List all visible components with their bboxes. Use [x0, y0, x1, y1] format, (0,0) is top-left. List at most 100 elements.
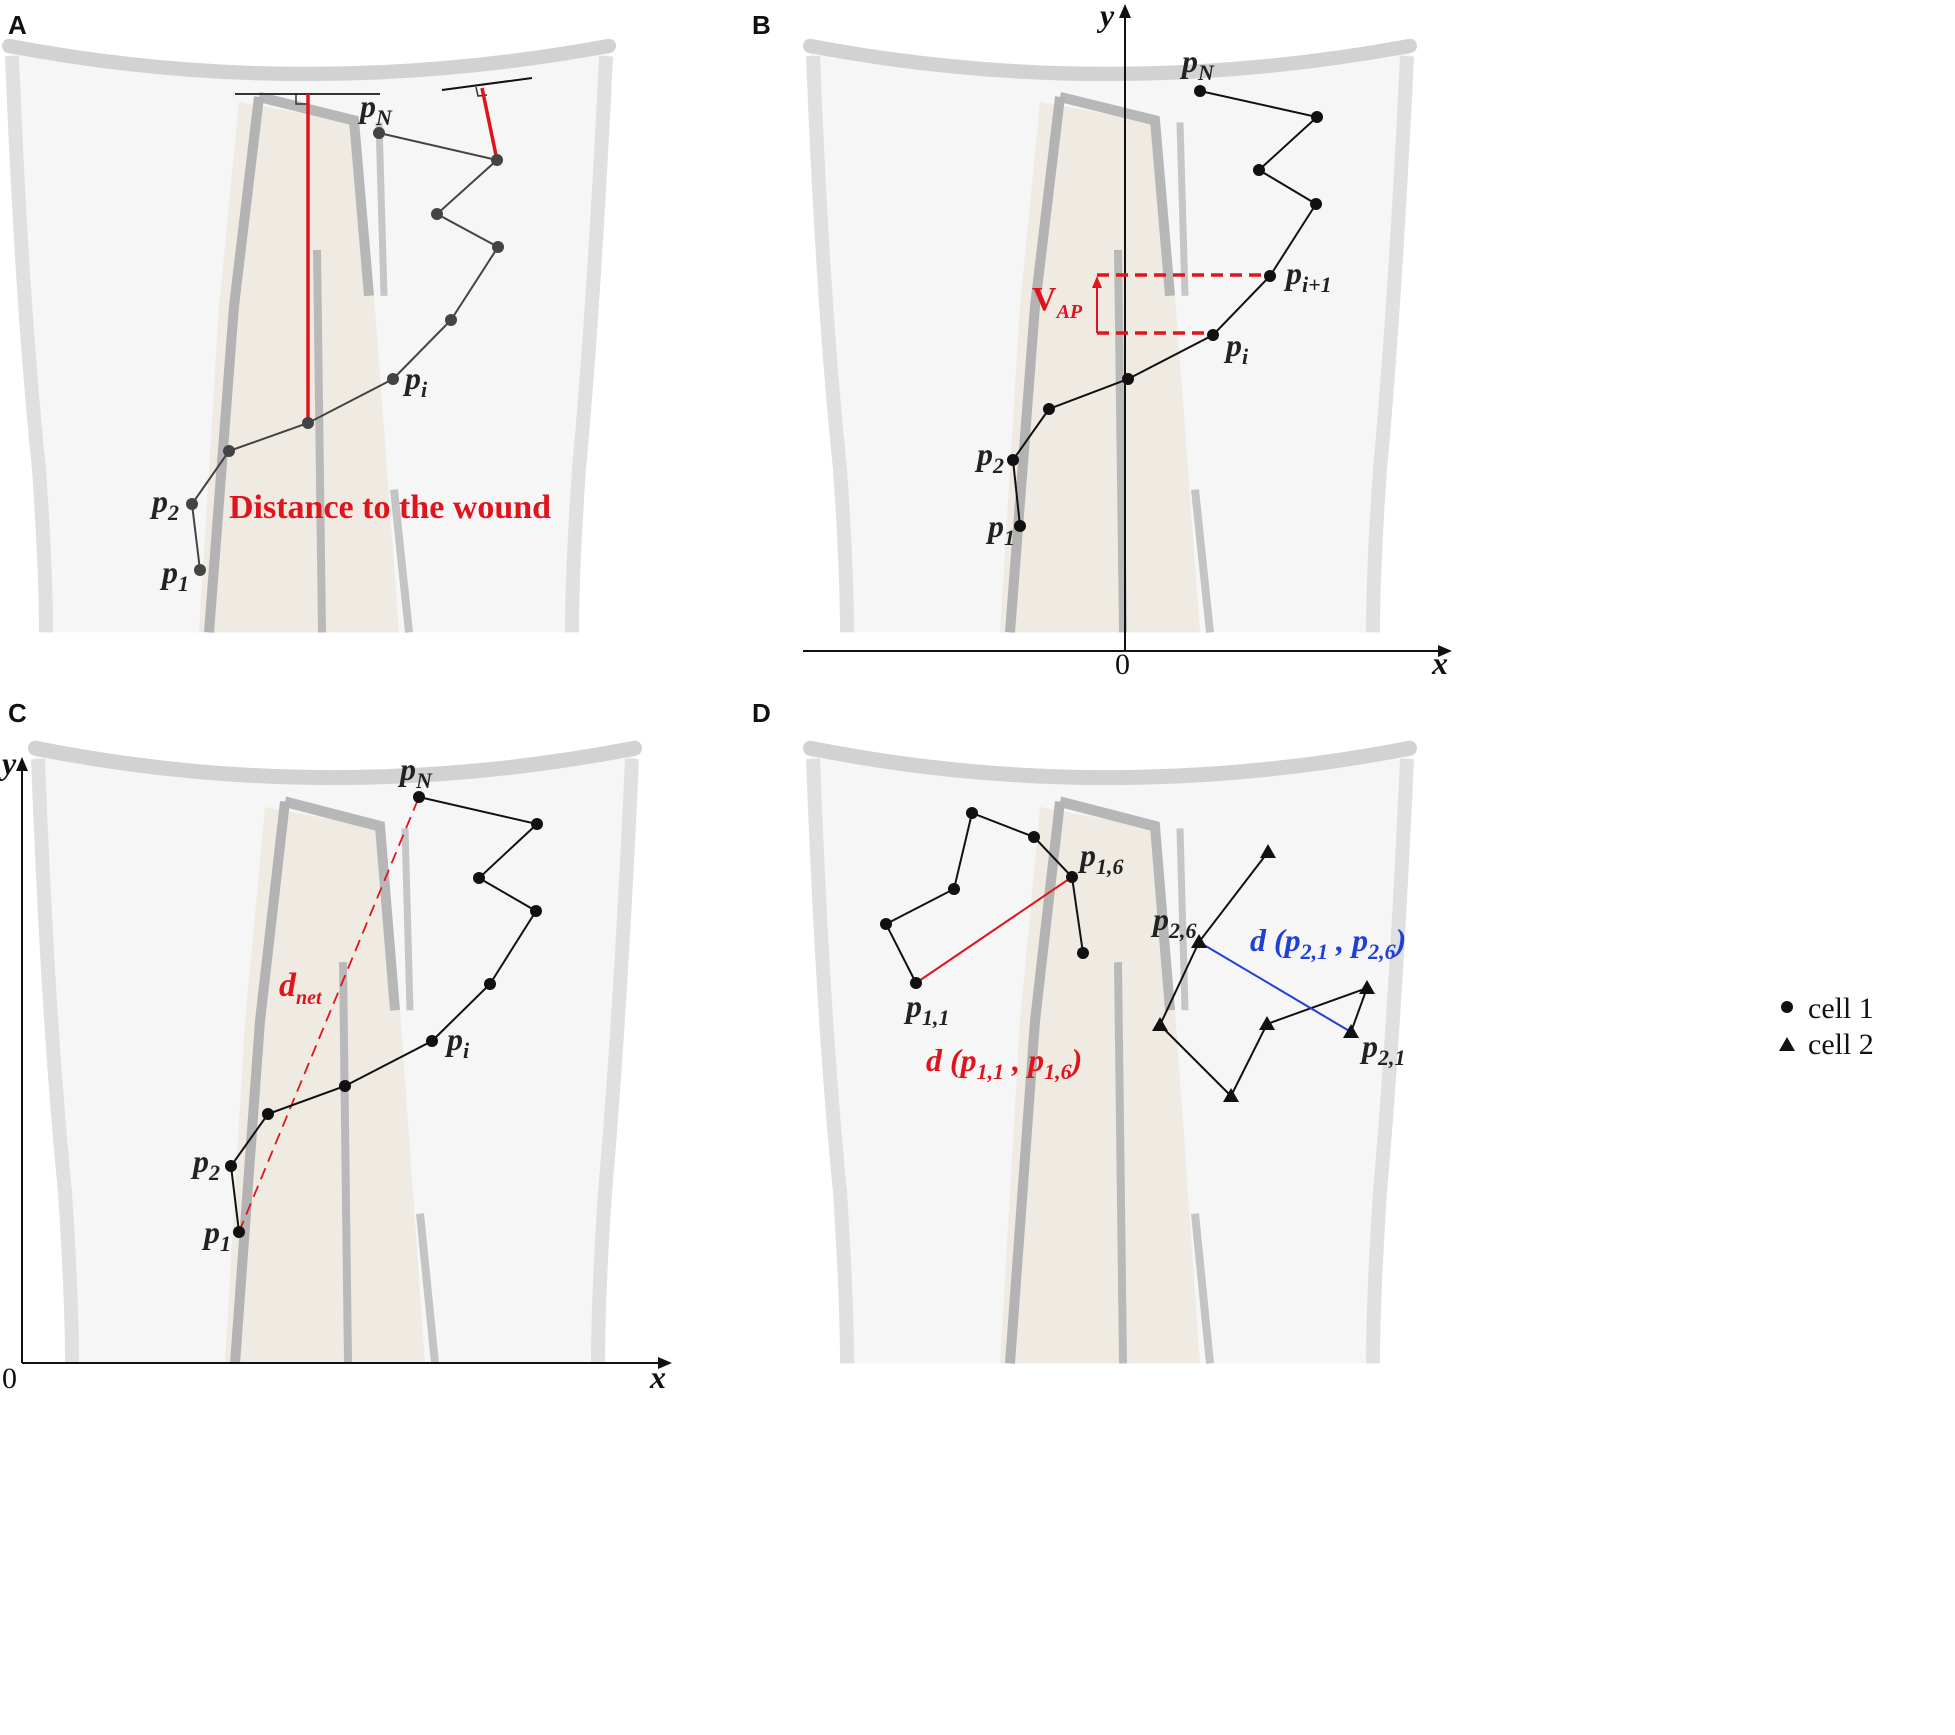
track-point	[1310, 198, 1322, 210]
origin-label: 0	[2, 1362, 17, 1395]
label-p16: p1,6	[1077, 837, 1124, 879]
track-point	[233, 1226, 245, 1238]
track-point	[194, 564, 206, 576]
cell1-point	[910, 977, 922, 989]
cell1-point	[948, 883, 960, 895]
panel-letter-d: D	[752, 698, 771, 728]
track-point	[1194, 85, 1206, 97]
cell2-point	[1223, 1088, 1239, 1102]
cell2-point	[1191, 934, 1207, 948]
track-point	[531, 818, 543, 830]
track-point	[491, 154, 503, 166]
wound-edge-line-right	[441, 77, 533, 91]
panel-d: D p1,1 p1,6 p2,6 p2,1 d (p1,	[752, 698, 1874, 1363]
track-point	[339, 1080, 351, 1092]
track-point	[431, 208, 443, 220]
label-p2: p2	[149, 483, 179, 525]
cell1-displacement-line	[915, 876, 1073, 984]
vap-arrowhead	[1092, 276, 1102, 288]
label-p21: p2,1	[1359, 1028, 1406, 1070]
cell1-point	[1077, 947, 1089, 959]
label-p26: p2,6	[1150, 901, 1197, 943]
track-point	[1207, 329, 1219, 341]
y-axis-arrow	[16, 757, 28, 771]
y-axis-label: y	[0, 745, 17, 781]
dnet-label: dnet	[279, 967, 323, 1009]
cell1-point	[880, 918, 892, 930]
cell1-point	[966, 807, 978, 819]
dnet-line	[238, 796, 420, 1233]
track-point	[473, 872, 485, 884]
track-point	[530, 905, 542, 917]
cell-track	[1011, 90, 1320, 527]
legend-cell2: cell 2	[1808, 1028, 1874, 1061]
track-point	[1043, 403, 1055, 415]
label-p11: p1,1	[903, 988, 950, 1030]
x-axis-arrow	[1438, 645, 1452, 657]
legend-triangle-icon	[1779, 1037, 1795, 1051]
track-point	[445, 314, 457, 326]
panel-letter-c: C	[8, 698, 27, 728]
track-point	[225, 1160, 237, 1172]
track-point	[492, 241, 504, 253]
panel-a: A p1 p2 pi pN Distance to the wound	[8, 10, 612, 632]
cell2-point	[1260, 844, 1276, 858]
label-pi1: pi+1	[1283, 255, 1332, 297]
panel-letter-a: A	[8, 10, 27, 40]
cell2-distance-label: d (p2,1 , p2,6)	[1250, 922, 1406, 964]
label-pN: pN	[357, 88, 393, 130]
x-axis-arrow	[658, 1357, 672, 1369]
label-p1: p1	[985, 508, 1015, 550]
cell-track	[229, 796, 540, 1233]
label-p1: p1	[159, 554, 189, 596]
label-pN: pN	[397, 751, 433, 793]
track-point	[262, 1108, 274, 1120]
label-p1: p1	[201, 1214, 231, 1256]
track-point	[413, 791, 425, 803]
distance-line	[480, 87, 499, 161]
distance-to-wound-label: Distance to the wound	[229, 489, 551, 526]
legend-cell1: cell 1	[1808, 992, 1874, 1025]
panel-b: B y x 0 VAP p1 p2 pi pi+1	[752, 0, 1452, 681]
cell2-point	[1259, 1016, 1275, 1030]
label-p2: p2	[974, 436, 1004, 478]
track-point	[186, 498, 198, 510]
vap-label: VAP	[1032, 281, 1083, 323]
cell2-point	[1343, 1024, 1359, 1038]
cell2-displacement-line	[1198, 941, 1352, 1033]
right-angle-marker	[295, 94, 308, 105]
cell1-point	[1066, 871, 1078, 883]
track-point	[426, 1035, 438, 1047]
y-axis-arrow	[1119, 4, 1131, 18]
cell2-point	[1152, 1017, 1168, 1031]
label-pN: pN	[1179, 43, 1215, 85]
x-axis-label: x	[1431, 645, 1448, 681]
track-point	[1311, 111, 1323, 123]
legend: cell 1 cell 2	[1779, 992, 1874, 1061]
track-point	[1014, 520, 1026, 532]
y-axis-label: y	[1096, 0, 1115, 33]
track-point	[1122, 373, 1134, 385]
track-point	[1253, 164, 1265, 176]
track-point	[223, 445, 235, 457]
label-p2: p2	[190, 1143, 220, 1185]
track-point	[387, 373, 399, 385]
track-point	[373, 127, 385, 139]
track-point	[484, 978, 496, 990]
x-axis-label: x	[649, 1359, 666, 1395]
track-point	[302, 417, 314, 429]
legend-circle-icon	[1781, 1001, 1793, 1013]
origin-label: 0	[1115, 648, 1130, 681]
label-pi: pi	[1223, 327, 1249, 369]
cell2-point	[1359, 980, 1375, 994]
track-point	[1007, 454, 1019, 466]
label-pi: pi	[402, 360, 428, 402]
panel-c: C y x 0 dnet p1 p2 pi pN	[0, 698, 672, 1395]
cell1-point	[1028, 831, 1040, 843]
track-point	[1264, 270, 1276, 282]
label-pi: pi	[444, 1021, 470, 1063]
cell1-distance-label: d (p1,1 , p1,6)	[926, 1042, 1082, 1084]
cell-track	[190, 132, 500, 571]
panel-letter-b: B	[752, 10, 771, 40]
